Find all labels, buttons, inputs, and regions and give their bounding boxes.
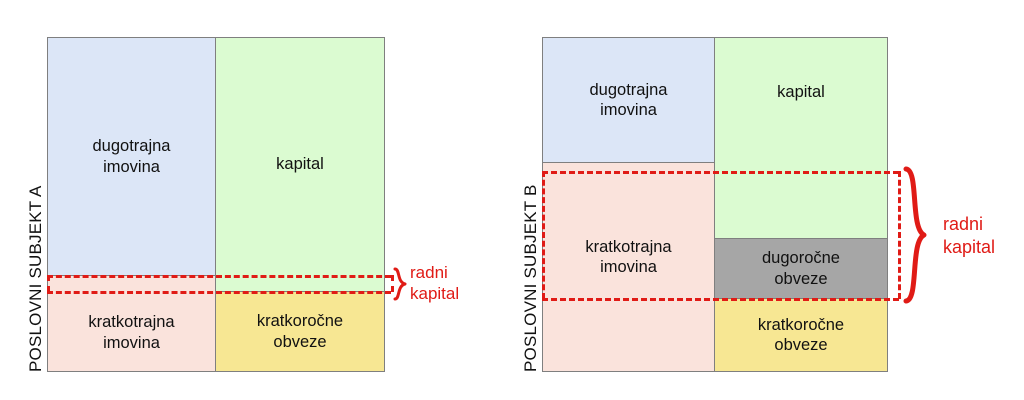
block-a-current-assets: kratkotrajna imovina <box>47 275 216 372</box>
block-a-current-assets-line1: kratkotrajna <box>88 313 175 332</box>
wc-caption-b-line1: radni <box>943 214 984 234</box>
block-a-fixed-assets-line1: dugotrajna <box>92 137 171 156</box>
axis-label-subject-b: POSLOVNI SUBJEKT B <box>521 184 540 372</box>
working-capital-caption-b: radni kapital <box>943 213 995 258</box>
block-b-fixed-assets-line1: dugotrajna <box>589 80 668 99</box>
block-b-stl-line2: obveze <box>774 336 828 354</box>
block-a-stl-line1: kratkoročne <box>256 312 344 331</box>
block-b-ltl-line1: dugoročne <box>762 249 840 268</box>
block-b-ltl-line2: obveze <box>774 269 828 288</box>
axis-label-subject-a: POSLOVNI SUBJEKT A <box>26 185 45 372</box>
brace-b <box>903 166 927 304</box>
block-b-current-assets-line1: kratkotrajna <box>585 237 672 256</box>
wc-caption-a-line2: kapital <box>410 284 460 304</box>
block-b-current-assets-line2: imovina <box>600 258 657 276</box>
wc-caption-a-line1: radni <box>410 263 448 282</box>
block-a-stl-line2: obveze <box>273 332 327 351</box>
dashed-line-b-top <box>542 171 899 174</box>
block-b-fixed-assets: dugotrajna imovina <box>542 37 715 163</box>
block-a-short-term-liabilities: kratkoročne obveze <box>215 291 385 372</box>
working-capital-caption-a: radni kapital <box>410 262 459 305</box>
block-b-current-assets: kratkotrajna imovina <box>542 162 715 372</box>
block-a-equity: kapital <box>215 37 385 292</box>
block-b-equity: kapital <box>714 37 888 239</box>
dashed-line-b-left <box>542 171 545 299</box>
block-a-equity-label: kapital <box>276 155 324 174</box>
block-b-equity-label: kapital <box>777 82 825 101</box>
dashed-line-b-bottom <box>542 298 899 301</box>
brace-a <box>393 267 407 301</box>
block-b-short-term-liabilities: kratkoročne obveze <box>714 298 888 372</box>
wc-caption-b-line2: kapital <box>943 236 996 257</box>
dashed-line-a-bottom <box>47 291 391 294</box>
dashed-line-a-right <box>391 275 394 292</box>
block-a-current-assets-line2: imovina <box>103 333 160 352</box>
dashed-line-a-top <box>47 275 391 278</box>
block-b-stl-line1: kratkoročne <box>757 315 845 334</box>
block-a-fixed-assets: dugotrajna imovina <box>47 37 216 276</box>
block-a-fixed-assets-line2: imovina <box>103 157 160 176</box>
dashed-line-b-right <box>898 171 901 299</box>
dashed-line-a-left <box>47 275 50 292</box>
block-b-fixed-assets-line2: imovina <box>600 101 657 119</box>
block-b-long-term-liabilities: dugoročne obveze <box>714 238 888 299</box>
